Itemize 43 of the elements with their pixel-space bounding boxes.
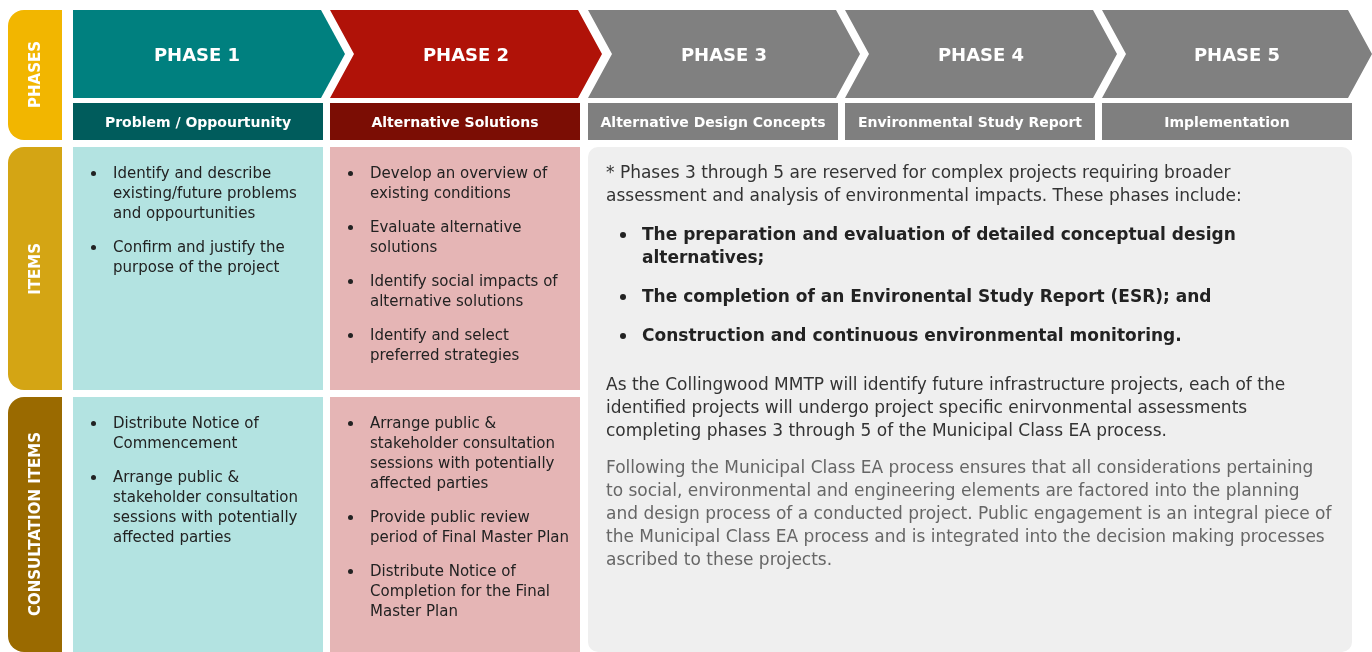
phase-header	[73, 10, 345, 98]
row-tab	[8, 397, 62, 652]
phase-items-card	[73, 147, 323, 390]
bullet-text: Distribute Notice of Commencement	[113, 414, 259, 452]
phase-items-card	[73, 397, 323, 652]
phase-header	[1102, 10, 1372, 98]
phase-title: PHASE 1	[152, 43, 242, 65]
paragraph: Following the Municipal Class EA process ensures that all considerations pertaining to social, environmental and engineering elements are factored into the planning and design process of a conducted project. Public engagement is an integral piece of the Municipal Class EA process and is integrated into the decision making processes ascribed to these projects.	[606, 456, 1333, 571]
bullet-text: Identify and select preferred strategies	[370, 326, 520, 364]
phase-title: PHASE 2	[421, 43, 511, 65]
phase-subtitle-bar: Alternative Solutions	[330, 103, 580, 140]
row-label: ITEMS	[26, 242, 44, 295]
row-tab	[8, 147, 62, 390]
phase-title: PHASE 3	[679, 43, 769, 65]
phase-header	[588, 10, 860, 98]
phase-header	[330, 10, 602, 98]
phase-title: PHASE 5	[1192, 43, 1282, 65]
phase-title: PHASE 4	[936, 43, 1026, 65]
phase-subtitle-bar: Environmental Study Report	[845, 103, 1095, 140]
phase-header	[845, 10, 1117, 98]
bullet-text: Evaluate alternative solutions	[370, 218, 522, 256]
bullet-text: Identify and describe existing/future problems and oppourtunities	[113, 164, 297, 222]
bullet-text: Arrange public & stakeholder consultation sessions with potentially affected parties	[370, 414, 556, 492]
row-label: PHASES	[26, 41, 44, 109]
row-label: CONSULTATION ITEMS	[26, 432, 44, 617]
note-text: * Phases 3 through 5 are reserved for complex projects requiring broader assessment and analysis of environmental impacts. These phases include:	[606, 161, 1243, 207]
bullet-text: Develop an overview of existing conditions	[370, 164, 548, 202]
bullet-text: Distribute Notice of Completion for the Final Master Plan	[370, 562, 551, 620]
paragraph: As the Collingwood MMTP will identify future infrastructure projects, each of the identified projects will undergo project specific enirvonmental assessments completing phases 3 through 5 of the Municipal Class EA process.	[606, 373, 1287, 442]
bullet-text: The completion of an Environental Study Report (ESR); and	[642, 286, 1212, 306]
phase-subtitle-bar: Implementation	[1102, 103, 1352, 140]
note-panel	[588, 147, 1352, 652]
bullet-text: The preparation and evaluation of detailed conceptual design alternatives;	[642, 224, 1236, 267]
row-tab	[8, 10, 62, 140]
bullet-text: Arrange public & stakeholder consultation sessions with potentially affected parties	[113, 468, 299, 546]
phase-subtitle-bar: Problem / Oppourtunity	[73, 103, 323, 140]
bullet-text: Construction and continuous environmental monitoring.	[642, 325, 1182, 345]
phase-subtitle-bar: Alternative Design Concepts	[588, 103, 838, 140]
bullet-text: Provide public review period of Final Master Plan	[370, 508, 570, 546]
bullet-text: Identify social impacts of alternative solutions	[370, 272, 558, 310]
bullet-text: Confirm and justify the purpose of the project	[113, 238, 285, 276]
phase-items-card	[330, 397, 580, 652]
phase-items-card	[330, 147, 580, 390]
